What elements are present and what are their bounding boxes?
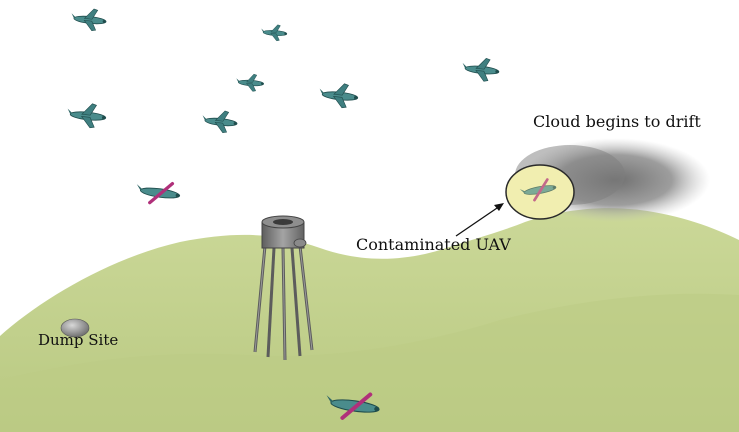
uav-drone-icon xyxy=(65,100,108,130)
uav-drone-icon xyxy=(460,55,501,84)
arrow-icon xyxy=(455,203,504,237)
contaminated-uav-icon xyxy=(505,164,575,220)
contaminated-uav-label: Contaminated UAV xyxy=(356,235,511,254)
dump-site-label: Dump Site xyxy=(38,331,119,349)
hill-shading xyxy=(0,293,739,432)
uav-drone-icon xyxy=(132,177,183,209)
uav-drone-icon xyxy=(200,108,239,135)
uav-drone-icon xyxy=(69,6,108,33)
water-tower-icon xyxy=(253,215,314,361)
cloud-label: Cloud begins to drift xyxy=(533,112,701,131)
dump-mound-icon xyxy=(60,318,90,338)
uav-drone-icon xyxy=(317,80,360,110)
uav-drone-icon xyxy=(260,23,288,42)
uav-drone-icon xyxy=(235,72,265,93)
